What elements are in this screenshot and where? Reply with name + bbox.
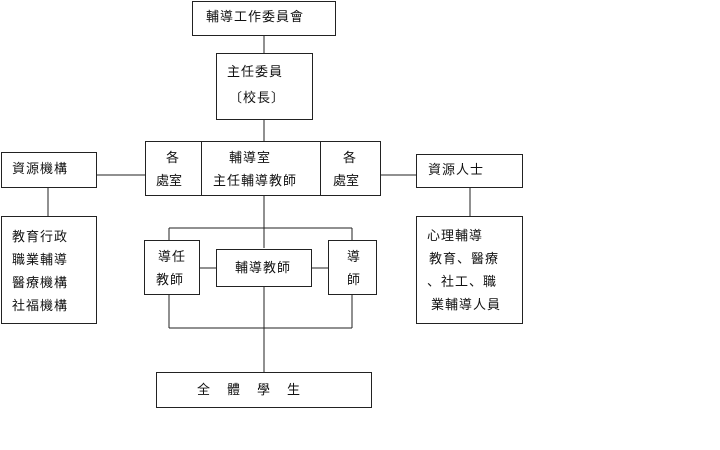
left-office-line1: 各	[166, 151, 180, 166]
all-students-box: 全 體 學 生	[156, 372, 372, 408]
list-item: 業輔導人員	[431, 298, 502, 313]
list-item: 教育行政	[12, 230, 69, 245]
committee-label: 輔導工作委員會	[206, 10, 305, 25]
resources-institutions-box: 資源機構	[1, 152, 97, 188]
list-item: 、社工、職	[427, 275, 498, 290]
homeroom-teacher-line2: 教師	[156, 273, 185, 288]
resources-institutions-title: 資源機構	[12, 162, 69, 177]
mentor-line1: 導	[347, 250, 361, 265]
chair-subtitle: 〔校長〕	[229, 91, 286, 106]
right-office-line2: 處室	[333, 174, 360, 189]
chair-box: 主任委員 〔校長〕	[216, 53, 313, 120]
right-office-line1: 各	[343, 151, 357, 166]
list-item: 心理輔導	[427, 229, 484, 244]
guidance-office-title: 輔導室	[229, 151, 272, 166]
list-item: 社福機構	[12, 299, 69, 314]
resources-people-title: 資源人士	[428, 163, 485, 178]
list-item: 職業輔導	[12, 253, 69, 268]
resources-institutions-list: 教育行政 職業輔導 醫療機構 社福機構	[1, 216, 97, 324]
left-office-line2: 處室	[156, 174, 183, 189]
guidance-office-box: 輔導室 主任輔導教師	[201, 141, 321, 196]
committee-box: 輔導工作委員會	[192, 1, 336, 36]
mentor-line2: 師	[347, 273, 361, 288]
counseling-teacher-label: 輔導教師	[235, 261, 292, 276]
homeroom-teacher-line1: 導任	[158, 250, 187, 265]
left-office-box: 各 處室	[145, 141, 202, 196]
list-item: 教育、醫療	[429, 252, 500, 267]
guidance-office-head: 主任輔導教師	[213, 174, 298, 189]
chair-title: 主任委員	[227, 65, 284, 80]
resources-people-list: 心理輔導 教育、醫療 、社工、職 業輔導人員	[416, 216, 523, 324]
right-office-box: 各 處室	[320, 141, 381, 196]
mentor-box: 導 師	[328, 240, 377, 295]
list-item: 醫療機構	[12, 276, 69, 291]
counseling-teacher-box: 輔導教師	[216, 249, 312, 287]
resources-people-box: 資源人士	[416, 154, 523, 188]
all-students-label: 全 體 學 生	[197, 383, 303, 398]
homeroom-teacher-box: 導任 教師	[144, 240, 200, 295]
